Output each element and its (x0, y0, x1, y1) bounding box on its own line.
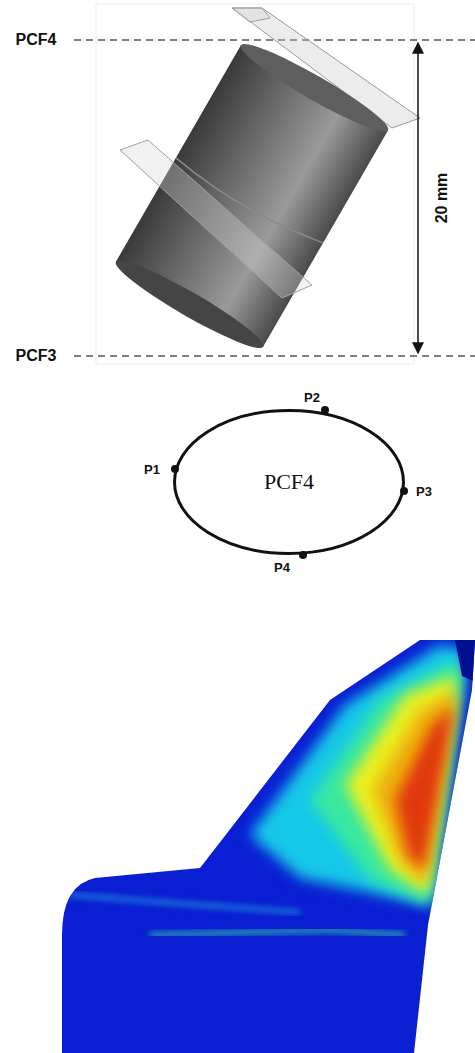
label-text: P4 (274, 560, 290, 575)
section-outline: PCF4 (173, 409, 405, 555)
dimension-arrow (417, 43, 419, 353)
cylinder (110, 35, 394, 357)
label-text: 20 mm (433, 173, 450, 224)
point-label: P3 (416, 484, 432, 499)
cutting-plane (120, 140, 312, 298)
point-label: P2 (304, 390, 320, 405)
label-text: P1 (144, 462, 160, 477)
label-text: P2 (304, 390, 320, 405)
section-name: PCF4 (264, 469, 314, 495)
label-text: PCF4 (16, 31, 57, 48)
picture-frame (96, 4, 414, 364)
plane-name: PCF3 (16, 347, 57, 365)
dimension: 20 mm (433, 173, 451, 224)
plane-name: PCF4 (16, 31, 57, 49)
point-label: P1 (144, 462, 160, 477)
cutting-plane (232, 8, 270, 22)
contour-plot (0, 630, 475, 1053)
point-label: P4 (274, 560, 290, 575)
label-text: PCF3 (16, 347, 57, 364)
label-text: P3 (416, 484, 432, 499)
reference-line (74, 355, 475, 357)
